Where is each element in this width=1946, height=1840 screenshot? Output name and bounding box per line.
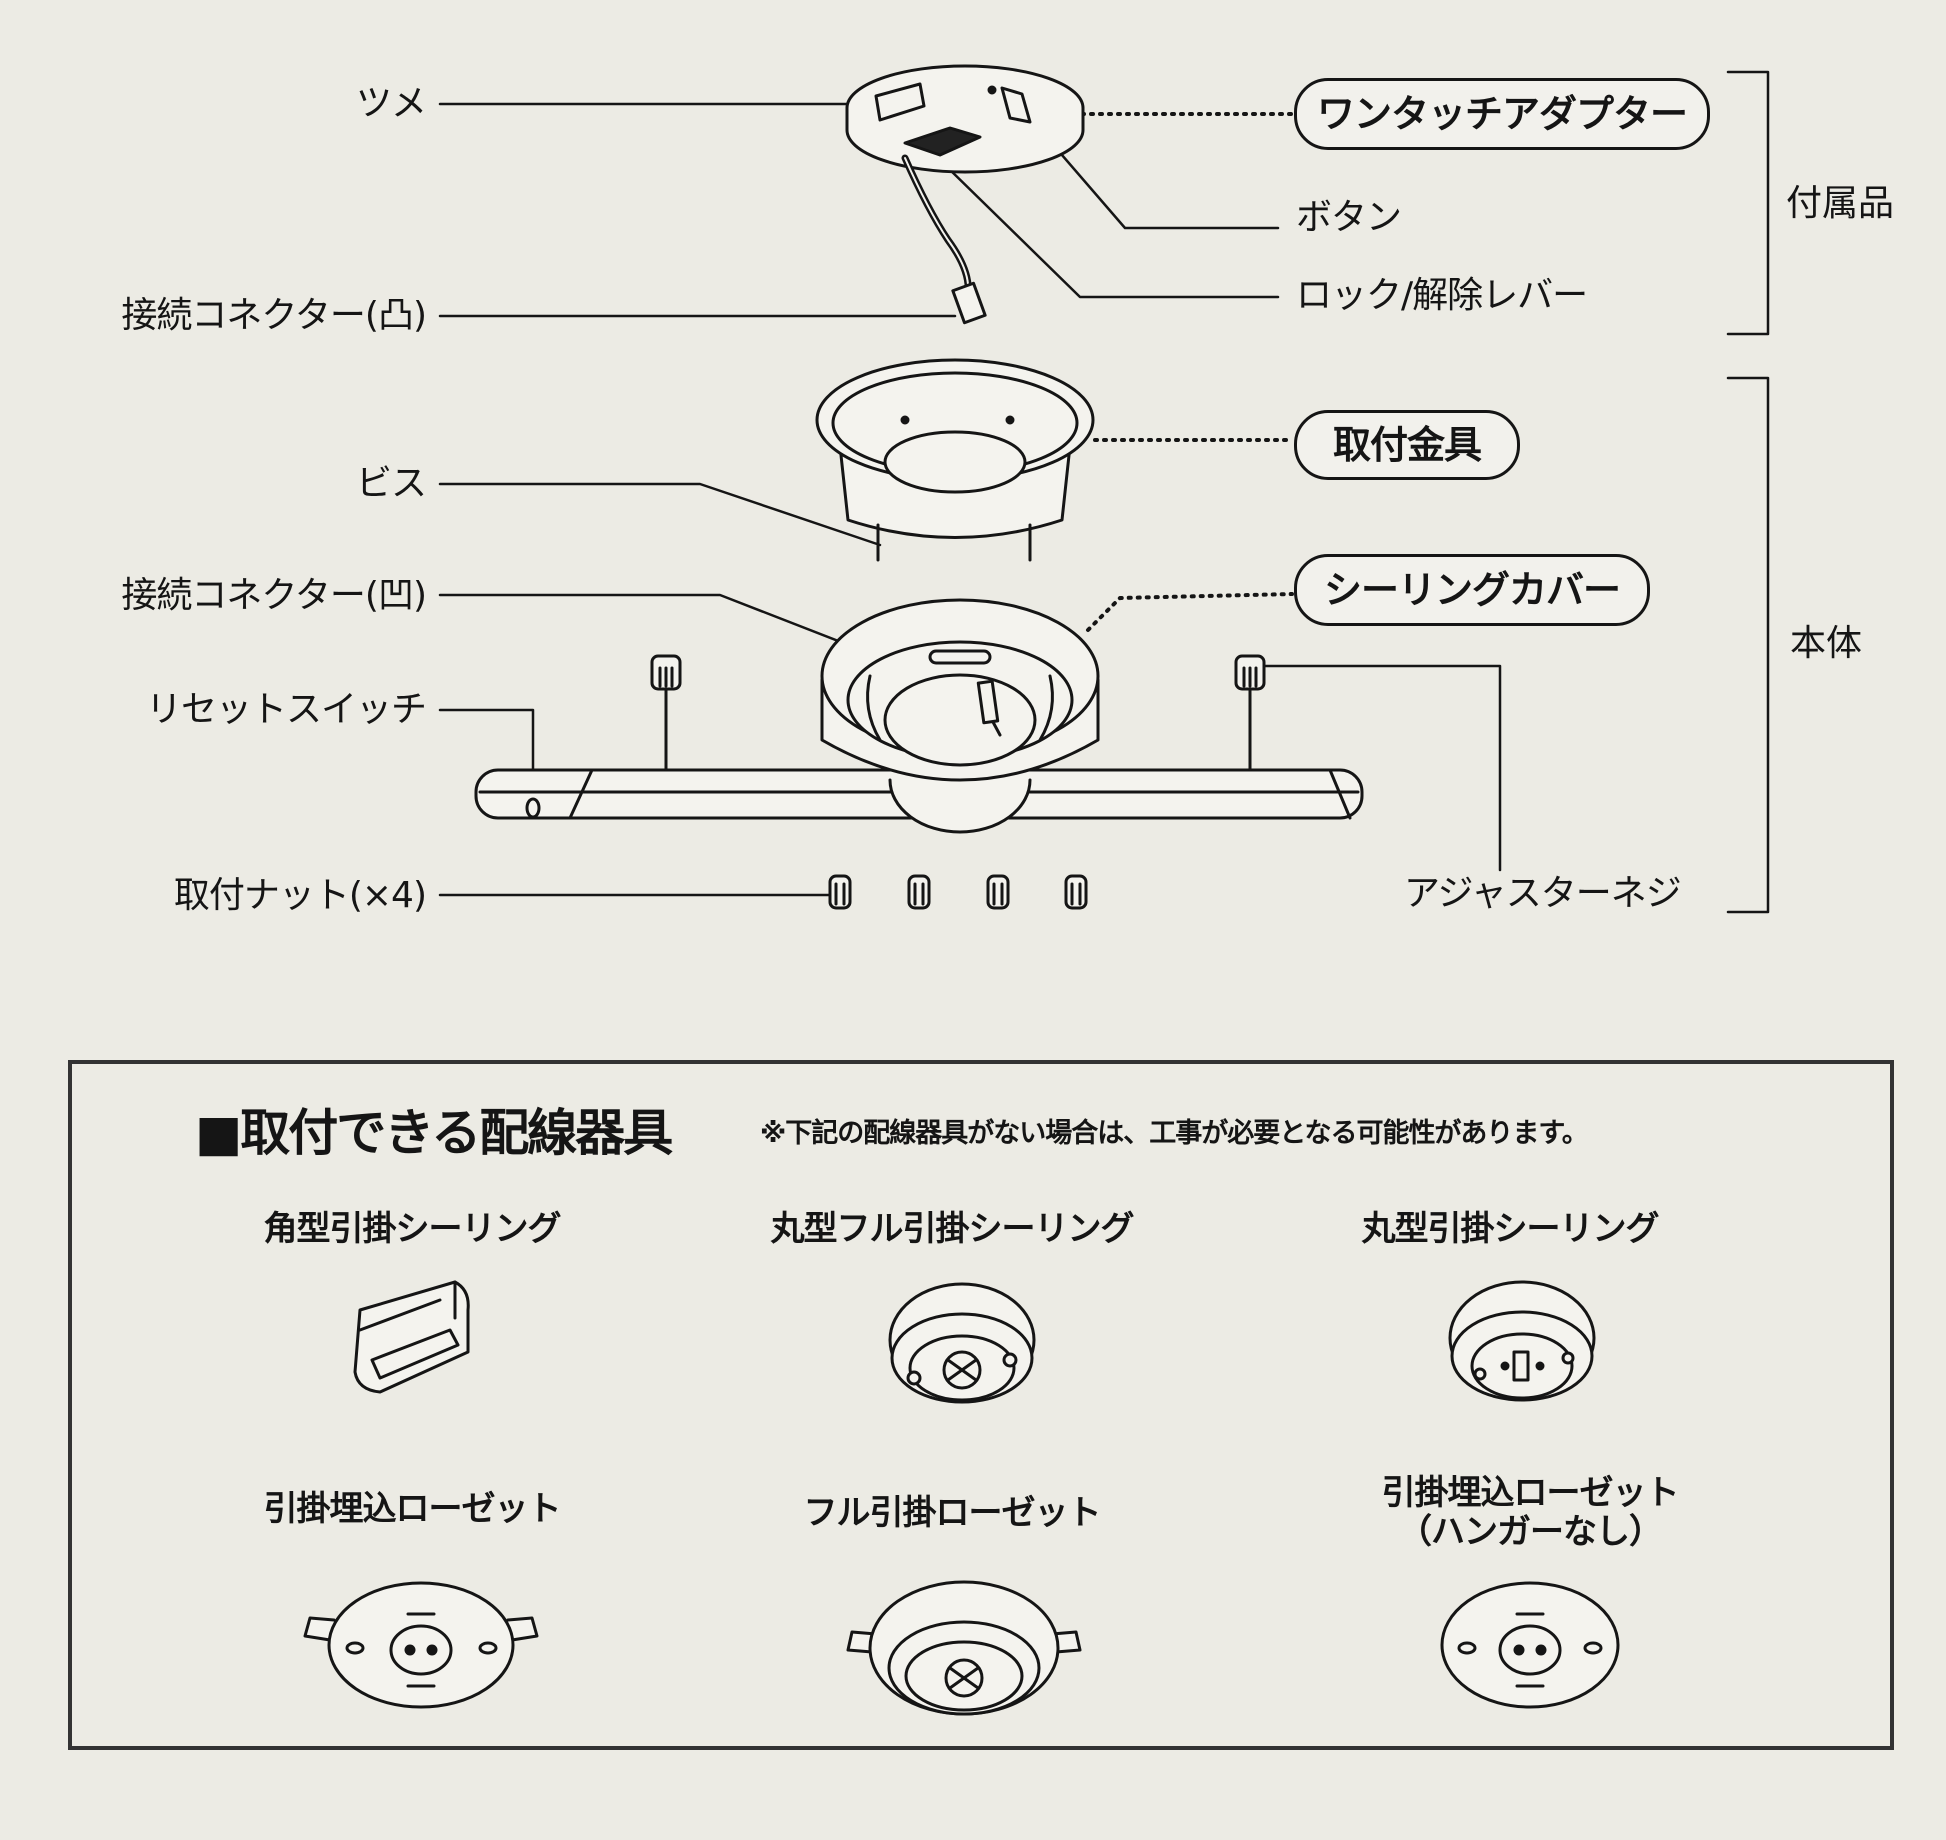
embedded-rosette-icon: [303, 1581, 539, 1709]
fixture-name-embedded-rosette: 引掛埋込ローゼット: [263, 1489, 562, 1529]
leader-adjuster: [1260, 664, 1502, 872]
label-claw: ツメ: [355, 83, 427, 124]
leader-claw: [438, 102, 892, 117]
embedded-rosette-no-hanger-icon: [1440, 1581, 1620, 1709]
fixture-name-round-full-ceiling: 丸型フル引掛シーリング: [770, 1209, 1135, 1249]
accessories-bracket: [1726, 70, 1770, 336]
round-ceiling-hook-icon: [1448, 1280, 1596, 1402]
adjuster-screws: [650, 654, 1266, 772]
adjuster-screw-right: [1234, 654, 1266, 772]
label-reset-switch: リセットスイッチ: [145, 689, 427, 730]
fixture-name-embedded-rosette-no-hanger: 引掛埋込ローゼット （ハンガーなし）: [1381, 1473, 1680, 1553]
one-touch-adapter-drawing: [845, 64, 1085, 325]
label-connector-concave: 接続コネクター(凹): [121, 575, 427, 616]
label-screw: ビス: [355, 463, 427, 504]
nut-2: [907, 874, 931, 910]
ceiling-base-drawing: [474, 598, 1364, 834]
nut-1: [828, 874, 852, 910]
label-adjuster-screw: アジャスターネジ: [1404, 873, 1682, 914]
leader-lock-lever: [943, 163, 1280, 299]
label-lock-release-lever: ロック/解除レバー: [1296, 275, 1588, 316]
nut-3: [986, 874, 1010, 910]
square-ceiling-hook-icon: [353, 1280, 470, 1394]
label-mounting-nut: 取付ナット(×4): [173, 875, 427, 916]
fixture-name-round-ceiling: 丸型引掛シーリング: [1361, 1209, 1660, 1249]
compatible-fixtures-note: ※下記の配線器具がない場合は、工事が必要となる可能性があります。: [760, 1118, 1589, 1149]
compatible-fixtures-title: ■取付できる配線器具: [195, 1104, 673, 1162]
reset-switch-hole: [525, 797, 541, 819]
mounting-bracket-drawing: [815, 358, 1095, 562]
adjuster-screw-left: [650, 654, 682, 772]
compatible-fixtures-box: [68, 1060, 1894, 1750]
label-connector-convex: 接続コネクター(凸): [121, 295, 427, 336]
fixture-name-full-hook-rosette: フル引掛ローゼット: [803, 1493, 1102, 1533]
group-main-body: 本体: [1790, 623, 1863, 664]
pill-mounting-bracket: 取付金具: [1294, 410, 1520, 480]
body-bracket: [1726, 376, 1770, 914]
pill-one-touch-adapter: ワンタッチアダプター: [1294, 78, 1710, 150]
dotted-cover: [1086, 592, 1294, 632]
group-accessories: 付属品: [1786, 183, 1895, 224]
label-button: ボタン: [1296, 197, 1402, 238]
full-hook-rosette-icon: [846, 1580, 1082, 1716]
leader-screw: [438, 482, 882, 547]
fixture-name-square-ceiling: 角型引掛シーリング: [263, 1209, 562, 1249]
round-full-ceiling-hook-icon: [888, 1282, 1036, 1404]
mounting-nuts: [828, 874, 1088, 910]
dotted-leaders: [1026, 112, 1294, 632]
pill-ceiling-cover: シーリングカバー: [1294, 554, 1650, 626]
nut-4: [1064, 874, 1088, 910]
